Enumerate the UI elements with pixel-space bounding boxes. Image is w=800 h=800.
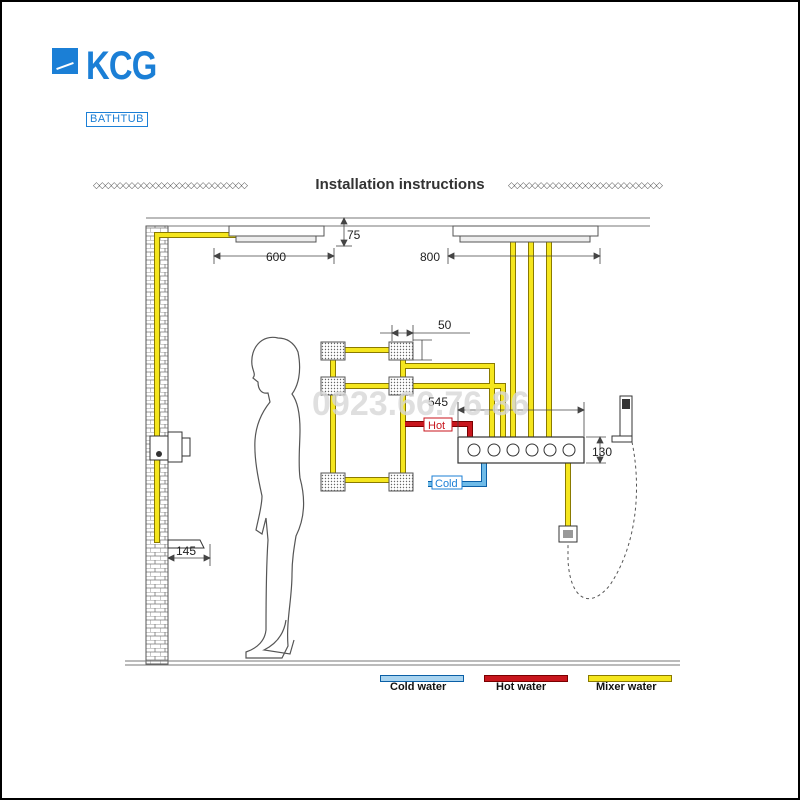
brand-logo: KCG BATHTUB — [52, 44, 157, 128]
brand-subtitle: BATHTUB — [86, 112, 149, 127]
thermostatic-mixer — [457, 436, 585, 464]
legend-hot-label: Hot water — [496, 681, 547, 693]
body-spray-jets — [320, 341, 414, 492]
small-rain-shower-head — [228, 225, 325, 243]
dimension-lines — [167, 217, 606, 566]
legend-mixer-label: Mixer water — [596, 681, 657, 693]
title-decoration-right: ◇◇◇◇◇◇◇◇◇◇◇◇◇◇◇◇◇◇◇◇◇◇◇◇◇◇ — [508, 181, 663, 189]
wall-outlet — [558, 525, 578, 543]
title-decoration-left: ◇◇◇◇◇◇◇◇◇◇◇◇◇◇◇◇◇◇◇◇◇◇◇◇◇◇ — [93, 181, 248, 189]
hot-tag: Hot — [423, 417, 453, 432]
legend-cold-label: Cold water — [390, 681, 447, 693]
wall-mixer — [149, 431, 191, 463]
hot-tag-label: Hot — [428, 420, 445, 432]
mixer-water-pipes — [154, 232, 571, 543]
brand-name: KCG — [86, 44, 157, 88]
hand-shower — [567, 395, 637, 600]
legend-mixer-swatch — [588, 675, 672, 682]
cold-tag: Cold — [431, 475, 463, 490]
dim-mixer-height: 130 — [592, 445, 612, 459]
floor — [125, 660, 680, 666]
person-silhouette — [245, 336, 305, 659]
brand-mark-icon — [52, 48, 78, 74]
dim-mixer-width: 545 — [428, 395, 448, 409]
legend-cold-swatch — [380, 675, 464, 682]
watermark: 0923.66.76.86 — [312, 385, 529, 423]
dim-shelf-depth: 145 — [176, 544, 196, 558]
dim-big-head: 800 — [420, 250, 440, 264]
legend-hot-swatch — [484, 675, 568, 682]
spout-shelf — [167, 539, 205, 549]
large-rain-shower-head — [452, 225, 599, 243]
page-title: Installation instructions — [315, 176, 485, 193]
dimension-labels: 75 600 800 50 545 130 145 — [176, 228, 612, 558]
dim-small-head: 600 — [266, 250, 286, 264]
dim-spray-offset: 50 — [438, 318, 452, 332]
cold-tag-label: Cold — [435, 478, 458, 490]
dim-ceiling-gap: 75 — [347, 228, 361, 242]
